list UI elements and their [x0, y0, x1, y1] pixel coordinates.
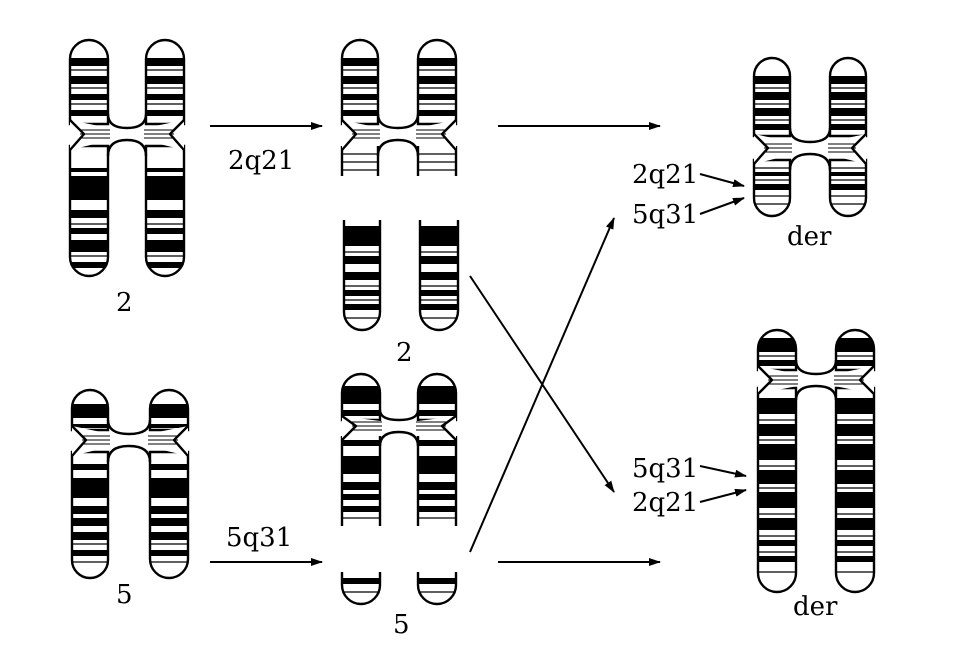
breakpoint-5q31-label: 5q31: [226, 523, 293, 553]
chrom2-broken-upper-left-p: [340, 38, 380, 126]
chrom2-centromere: [69, 113, 185, 157]
chrom2-broken-upper-right-p: [416, 38, 458, 126]
chrom5-broken-upper-right-q: [416, 436, 458, 526]
chrom5-broken-centromere: [341, 409, 457, 447]
chrom2-right-p-arm: [144, 38, 186, 126]
chrom5-broken-lower-right: [416, 572, 458, 606]
der-bottom-left-p: [756, 328, 798, 372]
der-bottom-right-p: [834, 328, 876, 372]
broken-chromosome-2-label: 2: [396, 338, 413, 368]
chrom2-broken-upper-left-q: [340, 146, 380, 176]
der-top-5q31-label: 5q31: [632, 200, 699, 230]
chrom5-right-p-arm: [148, 388, 190, 432]
arrow-der-bottom-5q31: [699, 465, 747, 478]
chrom2-left-p-arm: [68, 38, 110, 126]
chrom2-broken-centromere: [341, 113, 457, 157]
chrom2-broken-upper-right-q: [416, 146, 458, 176]
der-bottom-right-q: [834, 386, 876, 594]
broken-chromosome-5-label: 5: [393, 610, 410, 640]
der-bottom-2q21-label: 2q21: [632, 488, 699, 518]
der-bottom-left-q: [756, 386, 798, 594]
chrom5-centromere: [71, 419, 189, 463]
breakpoint-2q21-label: 2q21: [228, 146, 295, 176]
chrom5-left-p-arm: [70, 388, 110, 432]
der-top-right-q: [828, 158, 868, 218]
der-bottom-centromere: [757, 359, 875, 401]
chrom5-broken-upper-left-p: [340, 372, 382, 422]
chromosome-2-label: 2: [116, 288, 133, 318]
chrom2-right-q-arm: [144, 144, 186, 278]
chrom2-broken-lower-left: [342, 220, 382, 332]
der-top-left-q: [752, 158, 792, 218]
der-top-centromere: [753, 127, 867, 171]
arrow-der-top-2q21: [699, 173, 745, 187]
chrom5-broken-upper-right-p: [416, 372, 458, 422]
chrom5-broken-upper-left-q: [340, 436, 382, 526]
derivative-top-label: der: [787, 222, 832, 252]
derivative-bottom-label: der: [793, 592, 838, 622]
der-top-2q21-label: 2q21: [632, 160, 699, 190]
chrom5-left-q-arm: [70, 450, 110, 580]
der-bottom-5q31-label: 5q31: [632, 454, 699, 484]
chrom2-broken-lower-right: [418, 220, 460, 332]
chromosome-5-label: 5: [116, 580, 133, 610]
chrom5-broken-lower-left: [340, 572, 382, 606]
arrow-der-bottom-2q21: [699, 488, 747, 503]
chrom2-left-q-arm: [68, 144, 110, 278]
der-top-right-p: [828, 56, 868, 138]
der-top-left-p: [752, 56, 792, 138]
chrom5-right-q-arm: [148, 450, 190, 580]
arrow-der-top-5q31: [699, 197, 745, 215]
arrow-lower5-to-der-top: [469, 217, 615, 553]
